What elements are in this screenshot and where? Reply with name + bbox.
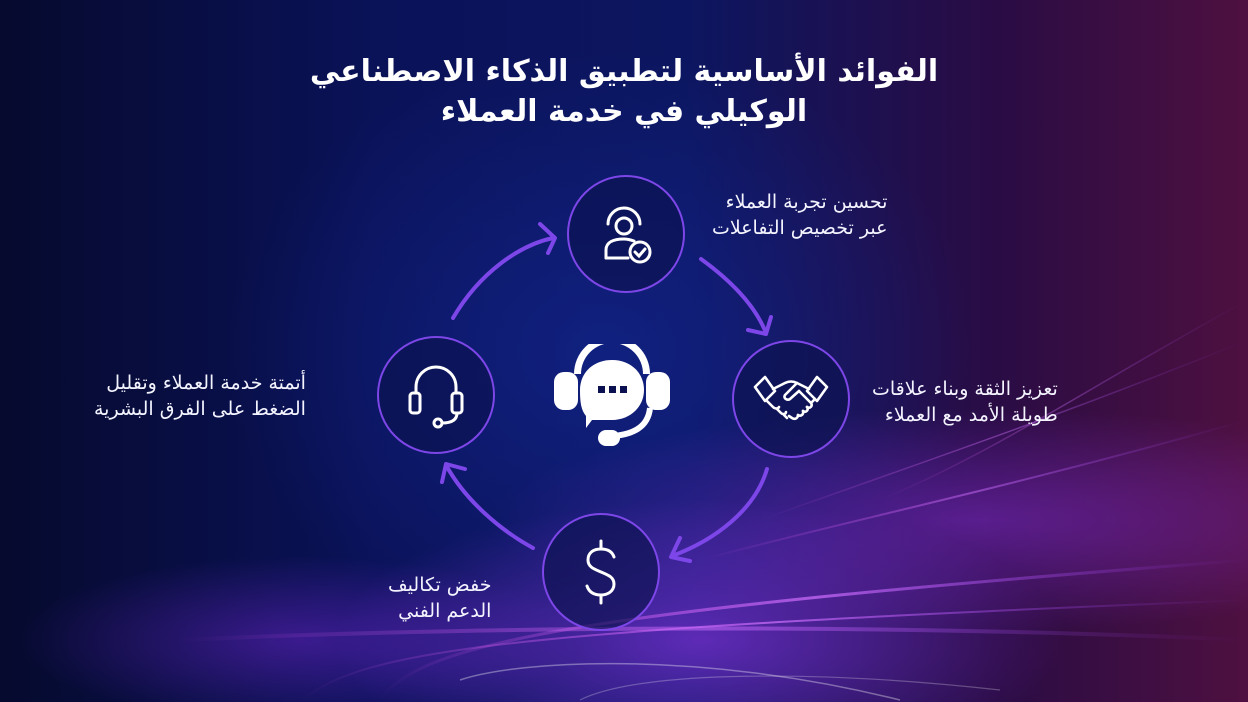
title-line-2: الوكيلي في خدمة العملاء <box>440 94 808 129</box>
node-trust <box>732 340 850 458</box>
arrow-automation-to-experience <box>451 236 555 320</box>
title-line-1: الفوائد الأساسية لتطبيق الذكاء الاصطناعي <box>309 54 939 89</box>
page-title: الفوائد الأساسية لتطبيق الذكاء الاصطناعي… <box>0 52 1248 132</box>
handshake-icon <box>753 375 829 421</box>
user-check-icon <box>604 206 652 264</box>
node-automation <box>377 336 495 454</box>
node-experience <box>567 175 685 293</box>
label-automation: أتمتة خدمة العملاء وتقليل الضغط على الفر… <box>94 372 306 420</box>
node-cost <box>542 513 660 631</box>
arrow-cost-to-automation <box>444 463 535 550</box>
label-trust: تعزيز الثقة وبناء علاقات طويلة الأمد مع … <box>872 378 1058 426</box>
arrow-trust-to-cost <box>670 467 769 558</box>
customer-support-chat-headset-icon <box>554 344 670 446</box>
headset-icon <box>408 365 464 429</box>
label-cost: خفض تكاليف الدعم الفني <box>388 574 492 622</box>
label-experience: تحسين تجربة العملاء عبر تخصيص التفاعلات <box>712 191 888 239</box>
dollar-icon <box>585 539 616 605</box>
arrow-experience-to-trust <box>699 257 768 335</box>
